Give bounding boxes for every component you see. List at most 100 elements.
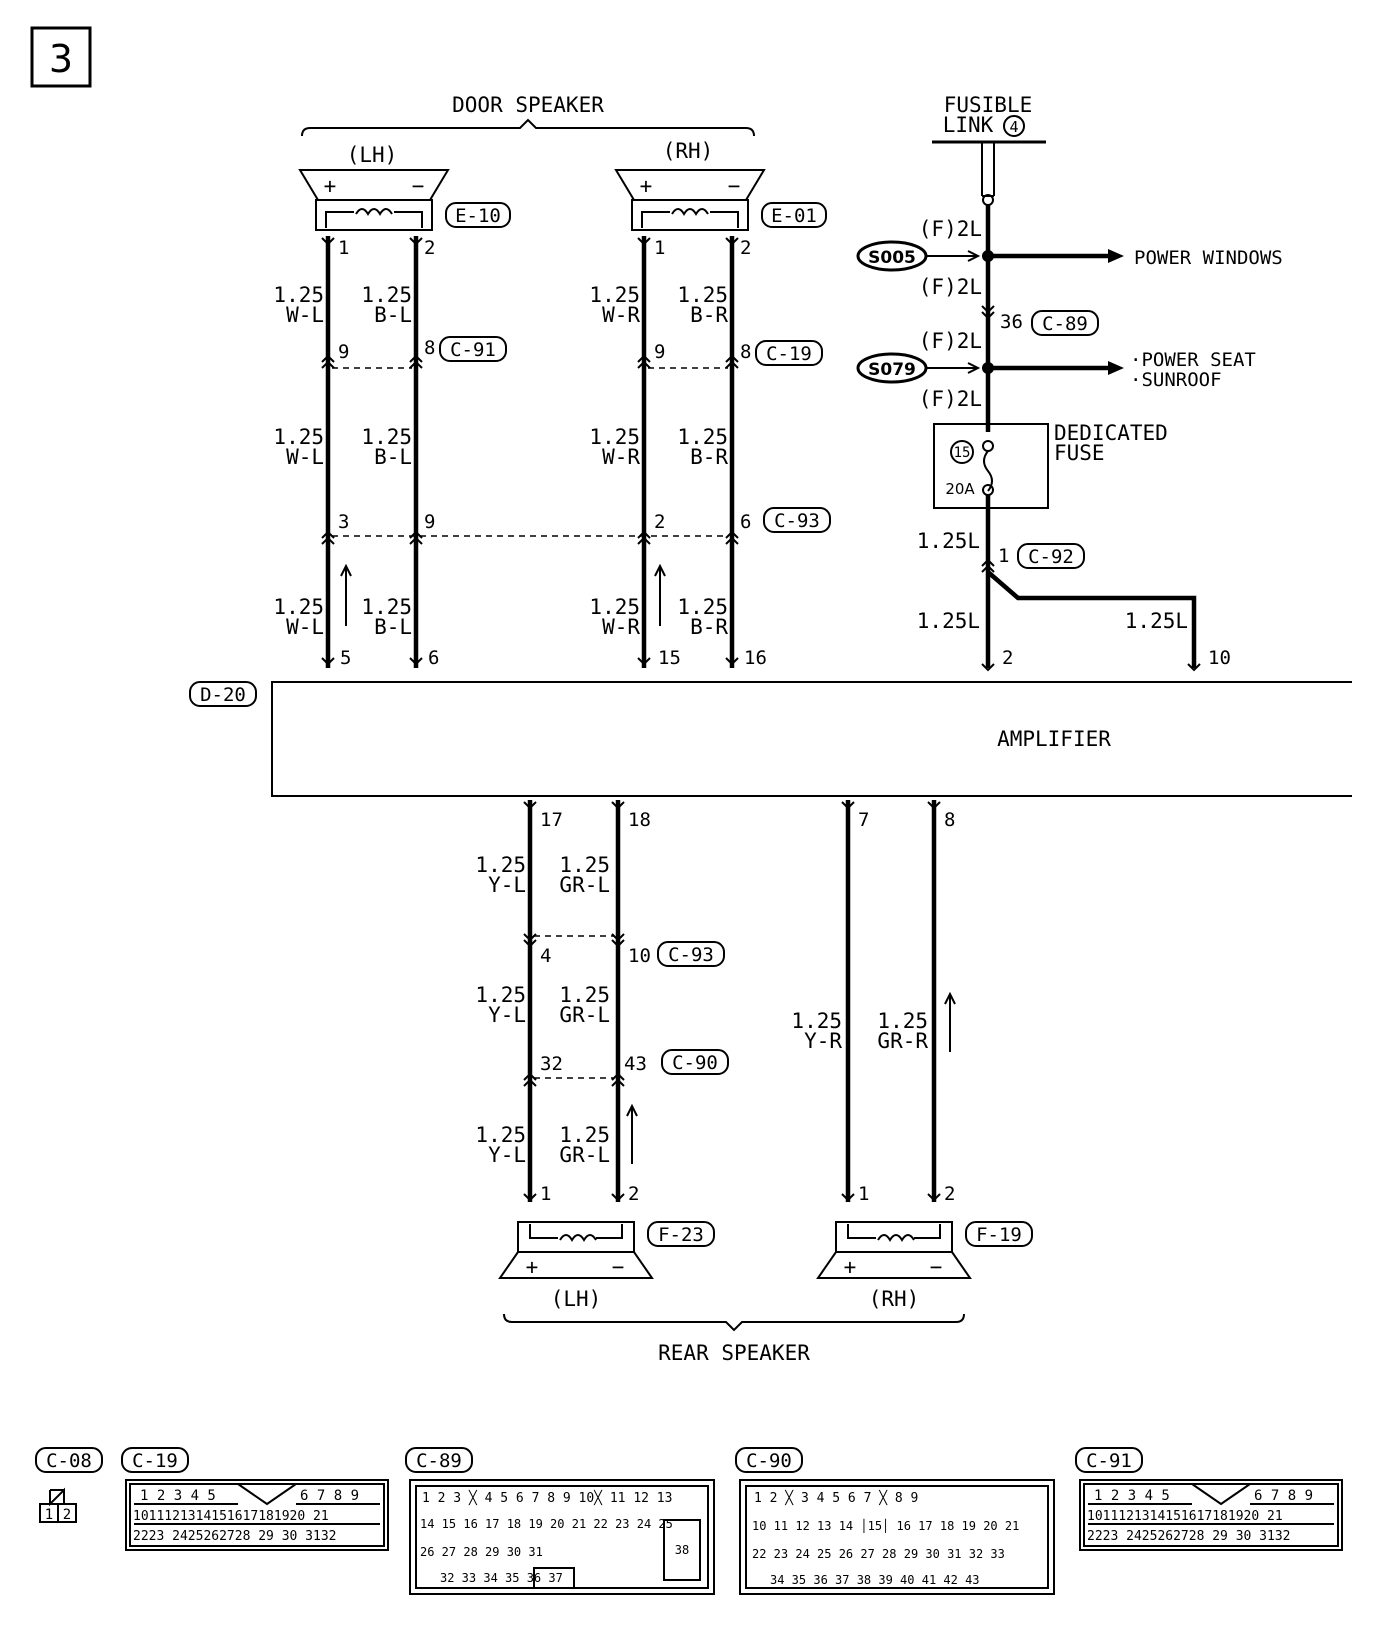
power-wire-chevrons [981, 663, 1201, 672]
fuse-terminal-top [982, 440, 994, 452]
flow-arrow-door-rh [654, 563, 666, 626]
connector-view-c89-tag [405, 1447, 473, 1473]
connector-view-c89: C-89 [416, 1450, 462, 1472]
connector-c89-tag [1031, 310, 1099, 336]
svg-text:38: 38 [675, 1543, 689, 1557]
c93-rear-chevrons [523, 933, 625, 948]
rear-lh-plus: + [526, 1255, 539, 1279]
rear-rh-minus: − [930, 1255, 943, 1279]
wire-color-y-l: Y-L [488, 1003, 526, 1027]
c93-door-pin-lh-b: 9 [424, 511, 435, 533]
fuse-number: 15 [954, 445, 971, 461]
door-rh-pin1: 1 [654, 237, 665, 259]
connector-view-c91: C-91 [1086, 1450, 1132, 1472]
svg-text:2223 2425262728 29 30 3132: 2223 2425262728 29 30 3132 [133, 1529, 337, 1544]
rear-rh-label: (RH) [869, 1287, 920, 1311]
door-lh-pin1: 1 [338, 237, 349, 259]
connector-view-c08-face: 1 2 [39, 1487, 77, 1523]
c90-pin-b: 43 [624, 1053, 647, 1075]
wire-color-w-l: W-L [286, 615, 324, 639]
splice-s005-badge [856, 240, 928, 272]
c91-pin-a: 9 [338, 341, 349, 363]
connector-view-c90: C-90 [746, 1450, 792, 1472]
rear-wire-chevrons [523, 801, 941, 1201]
rear-rh-pin2: 2 [944, 1183, 955, 1205]
c08-pin: 1 [45, 1507, 53, 1523]
amp-pin-2: 2 [1002, 647, 1013, 669]
wire-color-b-r: B-R [690, 303, 728, 327]
wire-color-gr-l: GR-L [559, 873, 610, 897]
amp-pin-15: 15 [658, 647, 681, 669]
wire-color-w-l: W-L [286, 445, 324, 469]
svg-text:2223 2425262728 29 30 3132: 2223 2425262728 29 30 3132 [1087, 1529, 1291, 1544]
connector-c93-rear-tag [657, 941, 725, 967]
wire-color-w-r: W-R [602, 445, 640, 469]
power-seat-arrowhead [1108, 361, 1124, 375]
rear-lh-pin1: 1 [540, 1183, 551, 1205]
splice-s079-badge [856, 352, 928, 384]
c19-pin-b: 8 [740, 341, 751, 363]
wire-size: 1.25 [589, 425, 640, 449]
wire-size: 1.25 [273, 425, 324, 449]
svg-text:1011121314151617181920 21: 1011121314151617181920 21 [1087, 1509, 1283, 1524]
wire-color-y-r: Y-R [804, 1029, 842, 1053]
svg-text:1 2 3 4 5: 1 2 3 4 5 [140, 1488, 216, 1504]
amp-pin-5: 5 [340, 647, 351, 669]
door-lh-speaker-horn [298, 169, 450, 201]
rear-lh-minus: − [612, 1255, 625, 1279]
connector-c90: C-90 [672, 1052, 718, 1074]
door-rh-label: (RH) [663, 139, 714, 163]
wire-size: 1.25 [559, 983, 610, 1007]
rear-rh-plus: + [844, 1255, 857, 1279]
c90-pin-a: 32 [540, 1053, 563, 1075]
connector-c92-tag [1017, 543, 1085, 569]
wire-size: 1.25 [589, 283, 640, 307]
wire-color-w-r: W-R [602, 303, 640, 327]
page-number: 3 [49, 37, 73, 81]
svg-text:1011121314151617181920 21: 1011121314151617181920 21 [133, 1509, 329, 1524]
splice-s005-pointer [927, 250, 981, 262]
wire-color-gr-l: GR-L [559, 1003, 610, 1027]
wire-size: 1.25 [361, 425, 412, 449]
wire-125l: 1.25L [1125, 609, 1188, 633]
connector-view-c89-face: 1 2 3 ╳ 4 5 6 7 8 9 10╳ 11 12 13 14 15 1… [409, 1479, 715, 1595]
rear-rh-speaker-horn [816, 1251, 972, 1279]
wire-color-w-r: W-R [602, 615, 640, 639]
door-lh-plus: + [324, 174, 337, 198]
dedicated-fuse-box [933, 423, 1049, 509]
c90-chevrons [523, 1072, 625, 1087]
svg-text:34 35 36 37 38 39 40 41 42: 34 35 36 37 38 39 40 41 42 43 [770, 1573, 980, 1587]
svg-text:1 2 3 4 5: 1 2 3 4 5 [1094, 1488, 1170, 1504]
wire-size: 1.25 [589, 595, 640, 619]
wire-size: 1.25 [677, 425, 728, 449]
flow-arrow-door-lh [340, 563, 352, 626]
connector-view-c08-tag [35, 1447, 103, 1473]
door-c93-chevrons [321, 530, 739, 545]
connector-c91: C-91 [450, 339, 496, 361]
door-wire-labels: 1.25 W-L 1.25 B-L 1.25 W-R 1.25 B-R 1.25… [273, 283, 728, 639]
rear-lh-coil-icon [529, 1224, 623, 1242]
rear-lh-label: (LH) [551, 1287, 602, 1311]
door-mid-chevrons [321, 354, 739, 369]
splice-s079: S079 [868, 360, 916, 380]
fusible-link-number-circle [1003, 115, 1025, 137]
amp-pin-8: 8 [944, 809, 955, 831]
connector-c91-tag [439, 336, 507, 362]
rear-rh-pin1: 1 [858, 1183, 869, 1205]
amp-pin-7: 7 [858, 809, 869, 831]
connector-view-c91-face: 1 2 3 4 5 6 7 8 9 1011121314151617181920… [1079, 1479, 1343, 1551]
fusible-link-label: FUSIBLE [944, 93, 1033, 117]
connector-view-c90-face: 1 2 ╳ 3 4 5 6 7 ╳ 8 9 10 11 12 13 14 │15… [739, 1479, 1055, 1595]
connector-c93-rear: C-93 [668, 944, 714, 966]
wire-color-w-l: W-L [286, 303, 324, 327]
c93-door-pin-lh-a: 3 [338, 511, 349, 533]
door-lh-minus: − [412, 174, 425, 198]
wire-color-b-l: B-L [374, 303, 412, 327]
wire-size: 1.25 [791, 1009, 842, 1033]
connector-e10: E-10 [455, 205, 501, 227]
wire-size: 1.25 [361, 283, 412, 307]
door-lh-pin2: 2 [424, 237, 435, 259]
wire-color-b-l: B-L [374, 615, 412, 639]
svg-text:14 15 16 17 18 19 20 21 22 23: 14 15 16 17 18 19 20 21 22 23 24 25 [420, 1517, 673, 1531]
door-lh-label: (LH) [347, 143, 398, 167]
